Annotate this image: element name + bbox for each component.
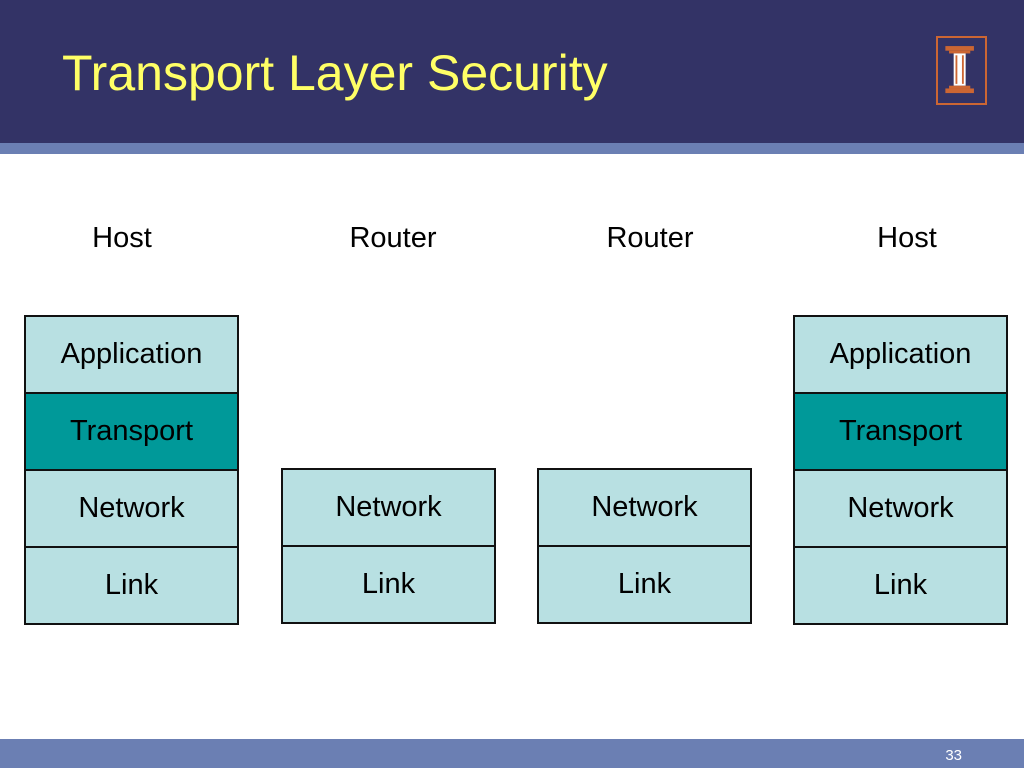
layer-application: Application xyxy=(795,317,1006,394)
node-label-router-right: Router xyxy=(606,222,694,254)
layer-transport: Transport xyxy=(26,394,237,471)
layer-link: Link xyxy=(283,547,494,622)
slide-title: Transport Layer Security xyxy=(62,45,608,101)
layer-network: Network xyxy=(539,470,750,547)
router-right-stack: Network Link xyxy=(537,468,752,624)
layer-link: Link xyxy=(795,548,1006,623)
host-left-stack: Application Transport Network Link xyxy=(24,315,239,625)
university-logo-icon xyxy=(936,36,987,105)
layer-transport: Transport xyxy=(795,394,1006,471)
node-label-host-left: Host xyxy=(92,222,152,254)
layer-link: Link xyxy=(539,547,750,622)
router-left-stack: Network Link xyxy=(281,468,496,624)
page-number: 33 xyxy=(945,747,962,764)
header-divider xyxy=(0,143,1024,154)
layer-network: Network xyxy=(795,471,1006,548)
slide-footer xyxy=(0,739,1024,768)
layer-network: Network xyxy=(283,470,494,547)
host-right-stack: Application Transport Network Link xyxy=(793,315,1008,625)
layer-network: Network xyxy=(26,471,237,548)
node-label-host-right: Host xyxy=(877,222,937,254)
node-label-router-left: Router xyxy=(349,222,437,254)
layer-link: Link xyxy=(26,548,237,623)
layer-application: Application xyxy=(26,317,237,394)
slide-header xyxy=(0,0,1024,143)
